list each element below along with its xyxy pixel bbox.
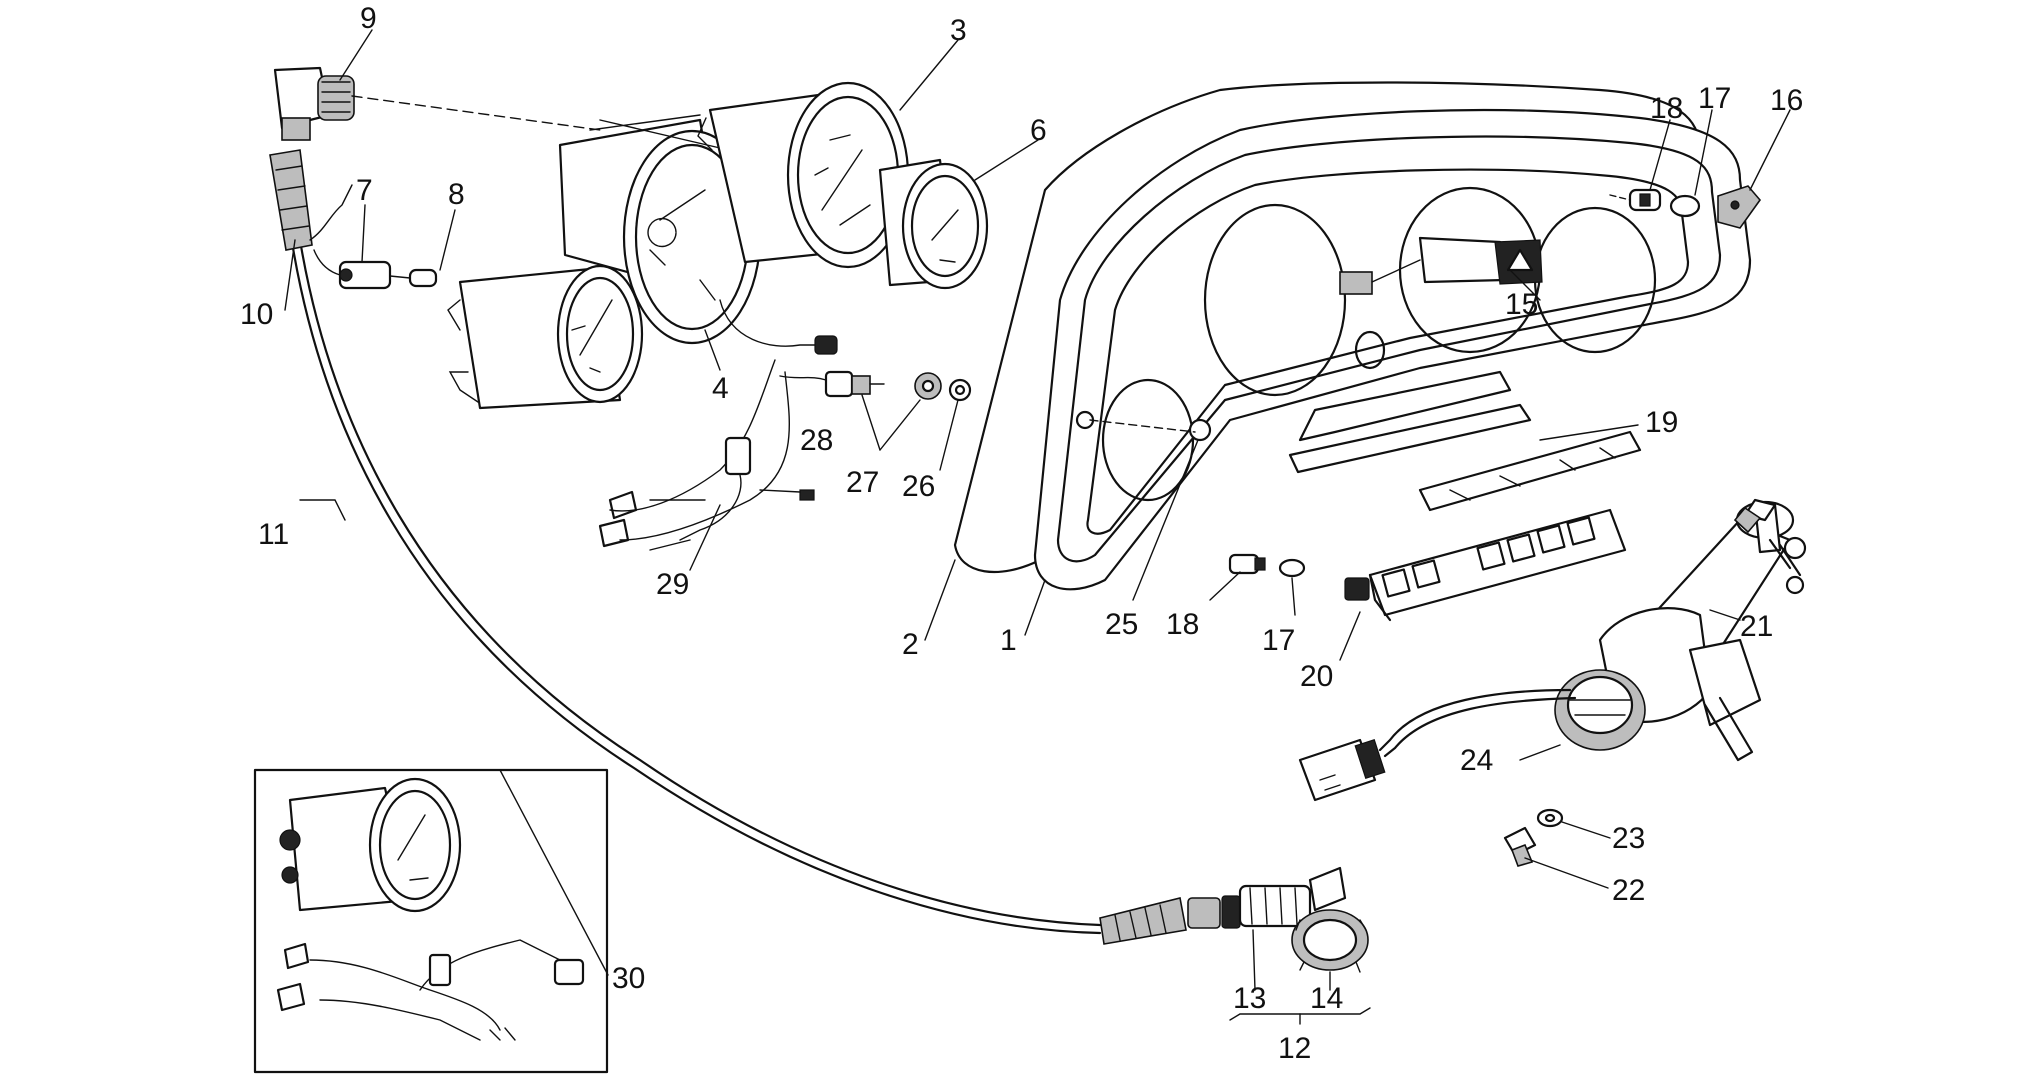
- gauge-3: [697, 81, 910, 269]
- cable-angle-drive: [273, 66, 601, 141]
- callout-19: 19: [1645, 406, 1678, 439]
- callout-21: 21: [1740, 610, 1773, 643]
- callout-13: 13: [1233, 982, 1266, 1015]
- callout-20: 20: [1300, 660, 1333, 693]
- callout-14: 14: [1310, 982, 1343, 1015]
- hazard-switch: [1339, 236, 1543, 295]
- callout-29: 29: [656, 568, 689, 601]
- callout-16: 16: [1770, 84, 1803, 117]
- callout-6: 6: [1030, 114, 1047, 147]
- callout-10: 10: [240, 298, 273, 331]
- callout-11: 11: [258, 518, 289, 551]
- callout-23: 23: [1612, 822, 1645, 855]
- callout-12: 12: [1278, 1032, 1311, 1065]
- callout-27: 27: [846, 466, 879, 499]
- callout-3: 3: [950, 14, 967, 47]
- callout-1: 1: [1000, 624, 1017, 657]
- callout-labels: 9 3 6 7 8 10 4 28 27 26 11 29 2 1 25 18 …: [240, 2, 1803, 1065]
- small-left-gauge: [447, 264, 644, 410]
- callout-22: 22: [1612, 874, 1645, 907]
- callout-9: 9: [360, 2, 377, 35]
- callout-4: 4: [712, 372, 729, 405]
- callout-24: 24: [1460, 744, 1493, 777]
- callout-26: 26: [902, 470, 935, 503]
- warning-lights-top: [1609, 185, 1762, 229]
- ignition-switch-assembly: [1298, 498, 1807, 802]
- callout-17-upper: 17: [1698, 82, 1731, 115]
- warning-light-block: [1228, 508, 1627, 622]
- callout-8: 8: [448, 178, 465, 211]
- callout-7: 7: [356, 174, 373, 207]
- speedometer-cable: [269, 149, 1187, 945]
- callout-2: 2: [902, 628, 919, 661]
- callout-25: 25: [1105, 608, 1138, 641]
- kit-inset-box: [253, 768, 609, 1074]
- callout-28: 28: [800, 424, 833, 457]
- speedometer-drive: [1187, 866, 1369, 973]
- gauge-6: [878, 158, 989, 290]
- bulb-holder-and-bulb: [309, 184, 438, 290]
- callout-17-lower: 17: [1262, 624, 1295, 657]
- callout-18-lower: 18: [1166, 608, 1199, 641]
- warning-lights-glass: [1418, 430, 1642, 512]
- wiring-harness: [598, 359, 1021, 551]
- callout-18-upper: 18: [1650, 92, 1683, 125]
- leader-lines: [284, 29, 1791, 1025]
- callout-15: 15: [1505, 288, 1538, 321]
- screw-and-washer: [1503, 808, 1564, 867]
- callout-30: 30: [612, 962, 645, 995]
